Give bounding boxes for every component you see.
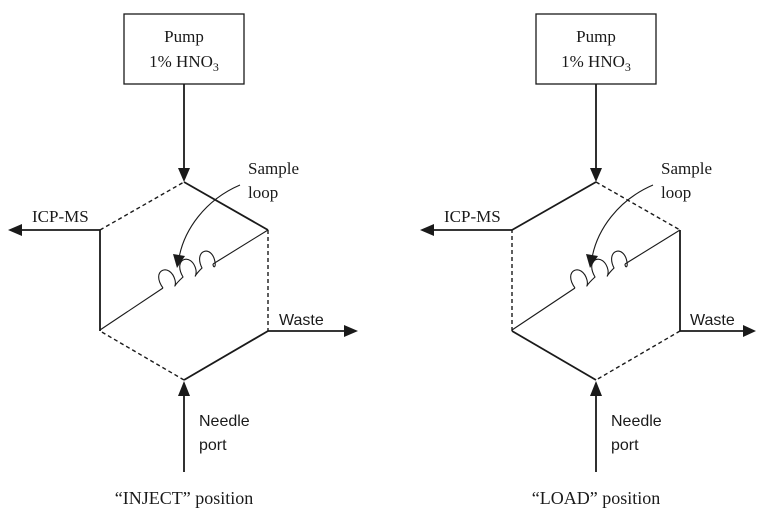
valve-edge-top-left: [99, 181, 185, 231]
pump-arrow-head: [178, 168, 190, 182]
pump-box: [123, 13, 245, 85]
inject-panel: Pump 1% HNO3 Sample loop ICP-MS Waste N: [8, 13, 358, 508]
valve-edge-bottom-left: [511, 330, 597, 381]
load-panel: Pump 1% HNO3 Sample loop ICP-MS Waste N: [420, 13, 756, 508]
valve-edge-bottom-right: [595, 330, 681, 381]
icp-label: ICP-MS: [32, 207, 89, 226]
waste-arrow-head: [743, 325, 756, 337]
sample-loop-lead-lower: [511, 287, 576, 331]
valve-edge-top-right: [595, 181, 681, 231]
needle-arrow-head: [178, 381, 190, 396]
waste-label: Waste: [279, 312, 324, 329]
valve-edge-top-right: [183, 181, 269, 231]
valve-edge-top-left: [511, 181, 597, 231]
sample-loop-coil: [570, 250, 628, 289]
sample-loop-label: Sample: [248, 159, 299, 178]
inject-caption: “INJECT” position: [115, 488, 253, 508]
icp-arrow-head: [420, 224, 434, 236]
waste-arrow-head: [344, 325, 358, 337]
pump-box: [535, 13, 657, 85]
sample-loop-lead-upper: [212, 229, 269, 265]
load-caption: “LOAD” position: [532, 488, 660, 508]
pump-label: Pump: [164, 27, 204, 46]
reagent-label: 1% HNO3: [149, 52, 219, 74]
icp-label: ICP-MS: [444, 207, 501, 226]
reagent-label: 1% HNO3: [561, 52, 631, 74]
needle-label: Needle: [611, 413, 662, 430]
needle-arrow-head: [590, 381, 602, 396]
sample-loop-pointer: [591, 184, 654, 259]
sample-loop-lead-upper: [624, 229, 681, 265]
pump-arrow-head: [590, 168, 602, 182]
sample-loop-label-line2: loop: [661, 183, 691, 202]
valve-edge-bottom-left: [99, 330, 185, 381]
waste-label: Waste: [690, 312, 735, 329]
needle-label-line2: port: [199, 437, 227, 454]
icp-arrow-head: [8, 224, 22, 236]
sample-loop-coil: [158, 250, 216, 289]
sample-loop-label: Sample: [661, 159, 712, 178]
sample-loop-label-line2: loop: [248, 183, 278, 202]
needle-label: Needle: [199, 413, 250, 430]
sample-loop-pointer: [178, 184, 241, 259]
pump-label: Pump: [576, 27, 616, 46]
sample-loop-lead-lower: [99, 287, 164, 331]
sample-loop-pointer-head: [173, 254, 185, 268]
sample-loop-pointer-head: [586, 254, 598, 268]
valve-edge-bottom-right: [183, 330, 269, 381]
needle-label-line2: port: [611, 437, 639, 454]
